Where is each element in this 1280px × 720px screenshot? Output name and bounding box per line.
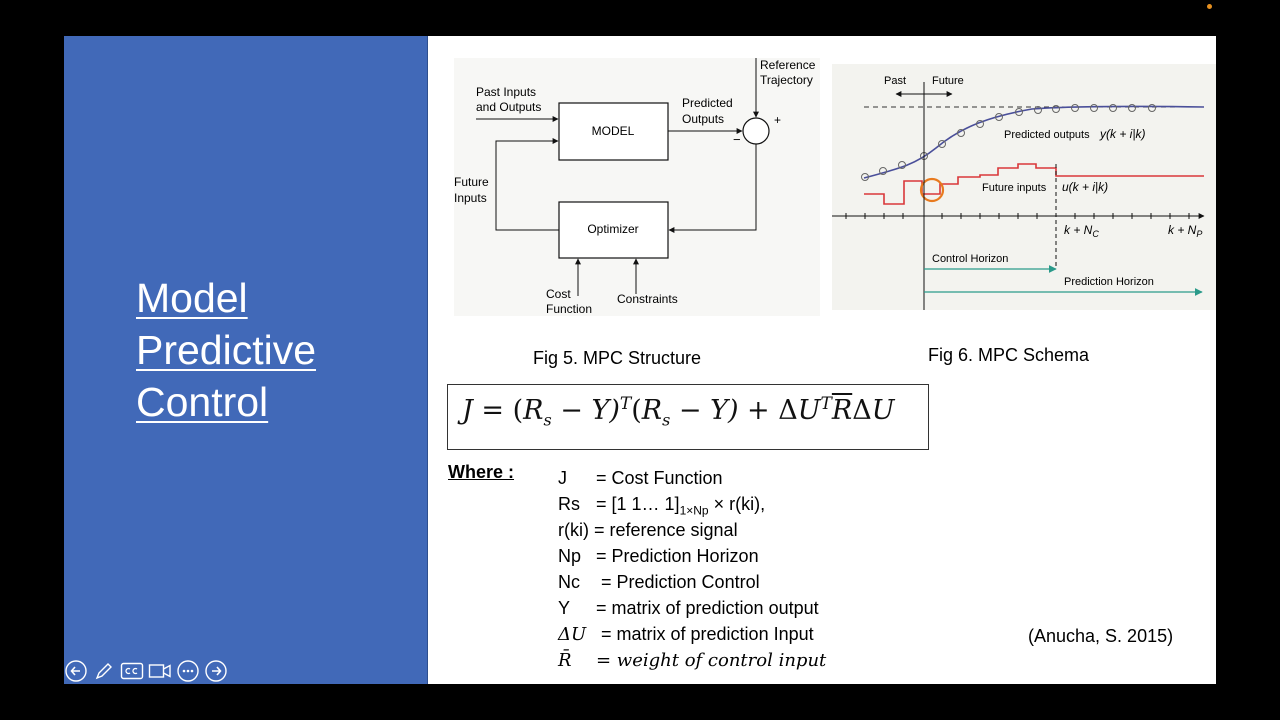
def-rs: Rs= [1 1… 1]1×Np × r(ki), [558, 494, 766, 518]
def-np: Np= Prediction Horizon [558, 546, 759, 566]
pen-icon [95, 663, 112, 680]
title-panel: Model Predictive Control [64, 36, 428, 684]
cost-label-1: Cost [546, 287, 571, 301]
cost-function-formula-box: J = (Rs − Y)T(Rs − Y) + ΔUTRΔU [447, 384, 929, 450]
mpc-schema-diagram: Past Future Predicted outputs y(k + i|k)… [832, 64, 1216, 310]
k-np-label: k + NP [1168, 223, 1202, 239]
def-r-bar: R̄= weight of control input [558, 650, 827, 671]
mpc-structure-diagram: MODEL Optimizer Past Inputs and Outputs … [454, 58, 820, 316]
predicted-outputs-label: Predicted outputs [1004, 129, 1090, 141]
model-label: MODEL [592, 124, 635, 138]
future-inputs-math: u(k + i|k) [1062, 180, 1108, 194]
axis-ticks [845, 213, 1190, 219]
slide: Model Predictive Control MODEL Optimizer… [64, 36, 1216, 684]
constraints-label: Constraints [617, 292, 678, 306]
past-inputs-label: Past Inputs [476, 85, 536, 99]
def-rki: r(ki) = reference signal [558, 520, 738, 540]
plus-sign: + [774, 113, 781, 127]
citation: (Anucha, S. 2015) [1028, 626, 1174, 646]
video-button[interactable] [148, 659, 172, 683]
output-samples [861, 104, 1156, 181]
cost-label-2: Function [546, 302, 592, 316]
prediction-horizon-label: Prediction Horizon [1064, 276, 1154, 288]
reference-label-1: Reference [760, 58, 816, 72]
future-inputs-arrow [495, 138, 559, 231]
optimizer-label: Optimizer [587, 222, 638, 236]
past-label: Past [884, 75, 906, 87]
arrow-right-icon [205, 660, 227, 682]
future-label-1: Future [454, 175, 489, 189]
control-horizon-label: Control Horizon [932, 253, 1008, 265]
captions-button[interactable] [120, 659, 144, 683]
predicted-label-1: Predicted [682, 96, 733, 110]
video-camera-icon [148, 664, 171, 678]
predicted-output-curve [863, 105, 1205, 179]
presenter-toolbar [64, 658, 228, 684]
fig5-caption: Fig 5. MPC Structure [533, 348, 702, 368]
slide-title: Model Predictive Control [136, 275, 317, 425]
previous-slide-button[interactable] [64, 659, 88, 683]
def-nc: Nc = Prediction Control [558, 572, 760, 592]
summing-junction [742, 117, 770, 145]
reference-label-2: Trajectory [760, 73, 813, 87]
model-block [558, 102, 669, 161]
recording-indicator [1207, 4, 1212, 9]
past-outputs-label: and Outputs [476, 100, 541, 114]
future-inputs-label: Future inputs [982, 182, 1047, 194]
more-icon [177, 660, 199, 682]
def-delta-u: ΔU = matrix of prediction Input [558, 624, 814, 645]
pen-tool-button[interactable] [92, 659, 116, 683]
definitions-list: J= Cost Function Rs= [1 1… 1]1×Np × r(ki… [558, 465, 826, 673]
where-label: Where : [448, 462, 515, 482]
fig6-caption: Fig 6. MPC Schema [928, 345, 1090, 365]
def-y: Y= matrix of prediction output [558, 598, 819, 618]
predicted-outputs-math: y(k + i|k) [1099, 127, 1145, 141]
more-options-button[interactable] [176, 659, 200, 683]
closed-captions-icon [120, 662, 144, 680]
future-label-2: Inputs [454, 191, 487, 205]
k-nc-label: k + NC [1064, 223, 1099, 239]
future-input-signal [864, 163, 1204, 205]
optimizer-block [558, 201, 669, 259]
cost-function-formula: J = (Rs − Y)T(Rs − Y) + ΔUTRΔU [462, 394, 895, 430]
minus-sign: − [733, 132, 741, 147]
highlight-circle [919, 177, 945, 203]
def-j: J= Cost Function [558, 468, 723, 488]
future-label: Future [932, 75, 964, 87]
arrow-left-icon [65, 660, 87, 682]
predicted-label-2: Outputs [682, 112, 724, 126]
error-feedback-arrow [668, 144, 757, 233]
next-slide-button[interactable] [204, 659, 228, 683]
